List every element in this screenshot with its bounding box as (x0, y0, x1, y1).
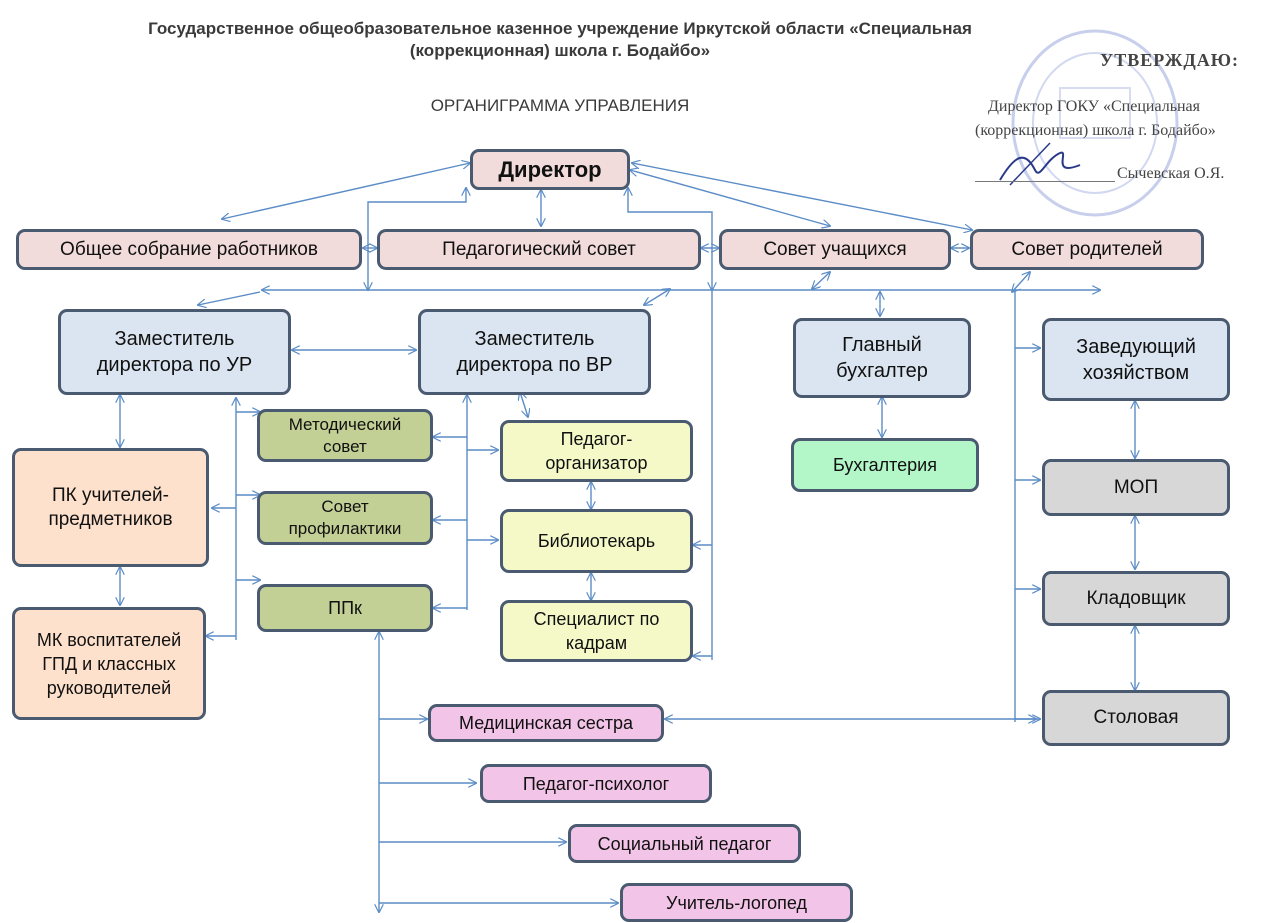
node-mk-educators: МК воспитателей ГПД и классных руководит… (12, 607, 206, 720)
stamp-seal (1011, 29, 1179, 217)
institution-name: Государственное общеобразовательное казе… (148, 19, 972, 60)
node-general-meeting: Общее собрание работников (16, 229, 362, 270)
page-title: ОРГАНИГРАММА УПРАВЛЕНИЯ (430, 96, 690, 115)
node-hr-specialist: Специалист по кадрам (500, 600, 693, 662)
node-accounting: Бухгалтерия (791, 438, 979, 492)
node-speech-therapist: Учитель-логопед (620, 883, 853, 922)
node-deputy-vr: Заместитель директора по ВР (418, 309, 651, 395)
node-pk-teachers: ПК учителей-предметников (12, 448, 209, 567)
approval-signer: Сычевская О.Я. (1117, 165, 1225, 182)
node-ped-organizer: Педагог-организатор (500, 420, 693, 482)
node-librarian: Библиотекарь (500, 509, 693, 573)
node-ppk: ППк (257, 584, 433, 632)
approval-line1: Директор ГОКУ «Специальная (988, 98, 1201, 115)
node-ped-council: Педагогический совет (377, 229, 701, 270)
node-director: Директор (470, 149, 630, 190)
approval-line2: (коррекционная) школа г. Бодайбо» (975, 122, 1216, 139)
node-chief-accountant: Главный бухгалтер (793, 318, 971, 398)
node-mop: МОП (1042, 459, 1230, 516)
node-method-council: Методический совет (257, 409, 433, 462)
node-parent-council: Совет родителей (970, 229, 1204, 270)
signature-line (975, 181, 1115, 182)
node-deputy-ur: Заместитель директора по УР (58, 309, 291, 395)
node-supply-manager: Заведующий хозяйством (1042, 318, 1230, 401)
node-canteen: Столовая (1042, 690, 1230, 746)
approval-heading: УТВЕРЖДАЮ: (1100, 50, 1240, 70)
node-storekeeper: Кладовщик (1042, 571, 1230, 626)
node-social-pedagogue: Социальный педагог (568, 824, 801, 863)
signature-icon (999, 142, 1081, 186)
node-student-council: Совет учащихся (719, 229, 951, 270)
node-prevention-council: Совет профилактики (257, 491, 433, 545)
node-psychologist: Педагог-психолог (480, 764, 712, 803)
node-nurse: Медицинская сестра (428, 704, 664, 742)
